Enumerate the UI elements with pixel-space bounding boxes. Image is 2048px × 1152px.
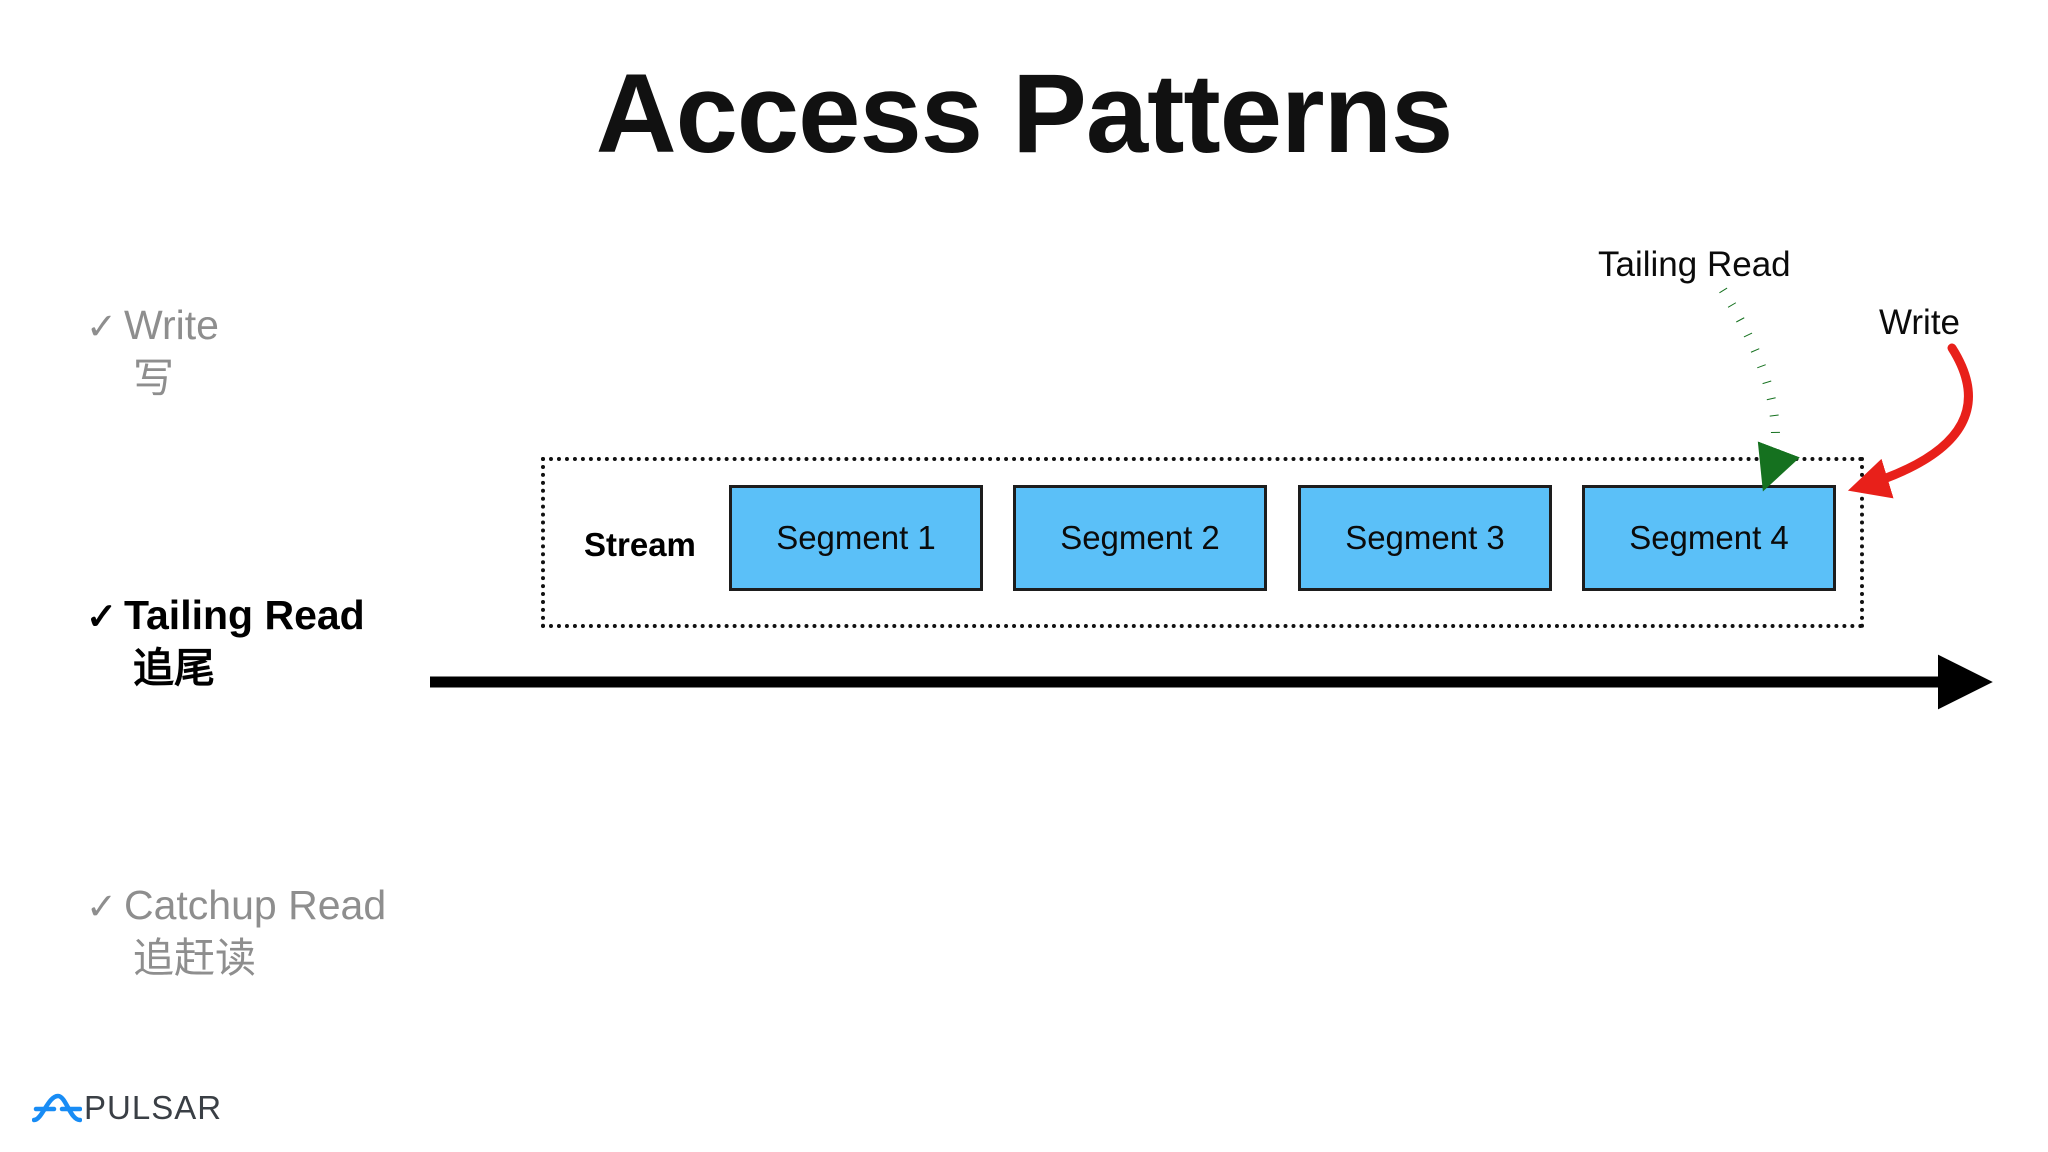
segment-block-1: Segment 1 xyxy=(729,485,983,591)
pulsar-wave-icon xyxy=(32,1093,82,1123)
annotation-label-write: Write xyxy=(1879,303,1961,342)
check-icon: ✓ xyxy=(86,596,118,637)
tailing-read-arrow xyxy=(1719,287,1800,492)
bullet-item-tailing-read: ✓Tailing Read 追尾 xyxy=(86,590,365,697)
bullet-tailing-read-en: ✓Tailing Read xyxy=(86,590,365,641)
check-icon: ✓ xyxy=(86,886,118,927)
segment-block-4: Segment 4 xyxy=(1582,485,1836,591)
bullet-tailing-read-label: Tailing Read xyxy=(124,592,365,638)
bullet-catchup-read-label: Catchup Read xyxy=(124,882,387,928)
bullet-catchup-read-en: ✓Catchup Read xyxy=(86,880,386,931)
pulsar-logo: PULSAR xyxy=(32,1088,222,1128)
segment-block-2: Segment 2 xyxy=(1013,485,1267,591)
bullet-tailing-read-label-zh: 追尾 xyxy=(133,645,215,692)
write-arrow xyxy=(1847,343,1973,499)
stream-container xyxy=(541,457,1864,628)
pulsar-wordmark: PULSAR xyxy=(84,1089,223,1126)
annotation-label-tailing-read: Tailing Read xyxy=(1598,245,1791,284)
segment-block-3: Segment 3 xyxy=(1298,485,1552,591)
bullet-write-label: Write xyxy=(124,302,219,348)
bullet-write-label-zh: 写 xyxy=(133,355,174,402)
page-title: Access Patterns xyxy=(595,51,1454,176)
check-icon: ✓ xyxy=(86,306,118,347)
bullet-catchup-read-label-zh: 追赶读 xyxy=(133,935,256,982)
bullet-write-en: ✓Write xyxy=(86,300,219,351)
stream-label: Stream xyxy=(584,526,696,563)
bullet-item-write: ✓Write 写 xyxy=(86,300,219,407)
bullet-item-catchup-read: ✓Catchup Read 追赶读 xyxy=(86,880,386,987)
